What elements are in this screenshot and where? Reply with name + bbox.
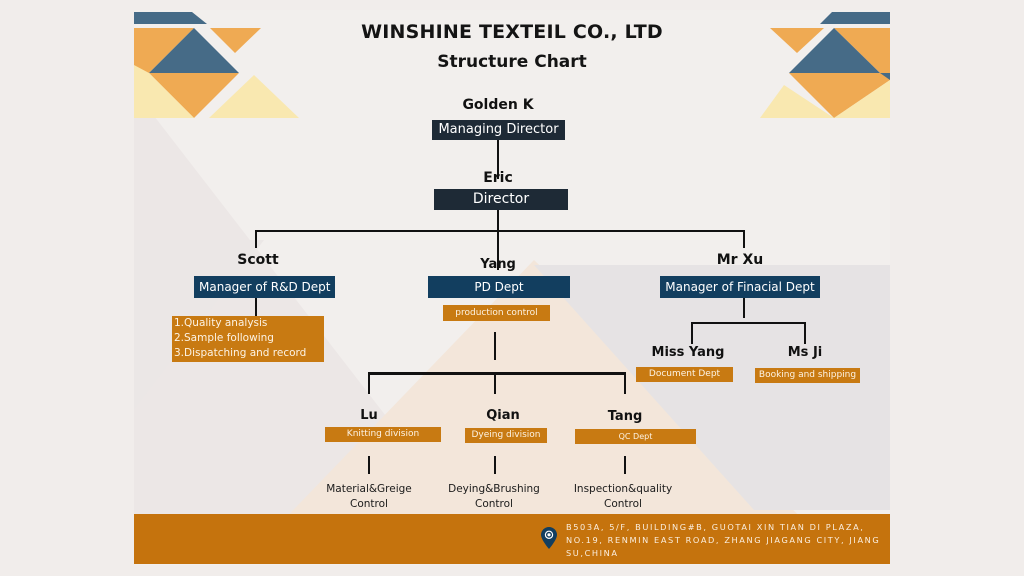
rd-manager-name: Scott xyxy=(237,252,279,268)
desc-line: Deying&Brushing xyxy=(448,483,540,495)
desc-line: Material&Greige xyxy=(326,483,412,495)
bg-shape xyxy=(534,265,890,510)
connector-line xyxy=(804,322,806,344)
finance-child-name: Miss Yang xyxy=(651,345,725,360)
rd-duty-item: 1.Quality analysis xyxy=(174,317,268,329)
production-control-box: production control xyxy=(443,305,550,321)
connector-line xyxy=(494,332,496,360)
decor-shape xyxy=(760,85,834,118)
document-dept-box: Document Dept xyxy=(636,367,733,382)
decor-shape xyxy=(834,28,890,78)
decor-shape xyxy=(149,28,239,73)
connector-line xyxy=(368,456,370,474)
decor-shape xyxy=(134,12,207,24)
knitting-division-box: Knitting division xyxy=(325,427,441,442)
managing-director-name: Golden K xyxy=(462,97,534,113)
booking-shipping-box: Booking and shipping xyxy=(755,368,860,383)
pd-child-desc: Inspection&quality Control xyxy=(558,482,688,512)
connector-line xyxy=(691,322,806,324)
connector-line xyxy=(497,139,499,179)
chart-subtitle: Structure Chart xyxy=(437,52,587,72)
qc-dept-box: QC Dept xyxy=(575,429,696,444)
director-name: Eric xyxy=(483,170,513,186)
director-box: Director xyxy=(434,189,568,210)
connector-line xyxy=(624,372,626,394)
pd-child-name: Qian xyxy=(486,408,520,423)
company-address: B503A, 5/F, BUILDING#B, GUOTAI XIN TIAN … xyxy=(566,522,881,558)
connector-line xyxy=(255,230,745,232)
connector-line xyxy=(743,230,745,248)
rd-dept-box: Manager of R&D Dept xyxy=(194,276,335,298)
background-decoration xyxy=(134,12,890,530)
connector-line xyxy=(497,208,499,270)
finance-manager-name: Mr Xu xyxy=(716,252,764,268)
decor-shape xyxy=(149,73,239,118)
connector-line xyxy=(743,298,745,318)
rd-duty-item: 2.Sample following xyxy=(174,332,274,344)
connector-line xyxy=(691,322,693,344)
pd-child-desc: Deying&Brushing Control xyxy=(429,482,559,512)
decor-shape xyxy=(834,80,890,118)
decor-shape xyxy=(770,28,824,53)
decor-shape xyxy=(789,28,880,73)
pd-child-name: Lu xyxy=(360,408,378,423)
bg-shape xyxy=(274,260,814,530)
pd-child-name: Tang xyxy=(607,409,643,424)
decor-shape xyxy=(789,73,890,118)
desc-line: Control xyxy=(350,498,388,510)
rd-duty-item: 3.Dispatching and record xyxy=(174,347,307,359)
desc-line: Control xyxy=(604,498,642,510)
decor-shape xyxy=(134,28,194,73)
connector-line xyxy=(255,298,257,318)
location-pin-icon xyxy=(541,527,557,549)
connector-line xyxy=(368,372,370,394)
structure-chart-slide: WINSHINE TEXTEIL CO., LTD Structure Char… xyxy=(134,10,890,565)
address-footer: B503A, 5/F, BUILDING#B, GUOTAI XIN TIAN … xyxy=(134,514,890,564)
connector-line xyxy=(494,456,496,474)
dyeing-division-box: Dyeing division xyxy=(465,428,547,443)
decor-shape xyxy=(820,12,890,24)
pd-manager-name: Yang xyxy=(480,257,516,272)
managing-director-box: Managing Director xyxy=(432,120,565,140)
desc-line: Inspection&quality xyxy=(573,483,673,495)
connector-line xyxy=(494,372,496,394)
rd-duties-box: 1.Quality analysis 2.Sample following 3.… xyxy=(172,316,324,362)
company-title: WINSHINE TEXTEIL CO., LTD xyxy=(361,21,663,43)
connector-line xyxy=(368,372,626,375)
desc-line: Control xyxy=(475,498,513,510)
pd-child-desc: Material&Greige Control xyxy=(304,482,434,512)
finance-dept-box: Manager of Finacial Dept xyxy=(660,276,820,298)
connector-line xyxy=(624,456,626,474)
pd-dept-box: PD Dept xyxy=(428,276,570,298)
decor-shape xyxy=(209,75,299,118)
finance-child-name: Ms Ji xyxy=(787,345,823,360)
decor-shape xyxy=(880,73,890,80)
decor-shape xyxy=(210,28,261,53)
decor-shape xyxy=(134,65,194,118)
connector-line xyxy=(255,230,257,248)
